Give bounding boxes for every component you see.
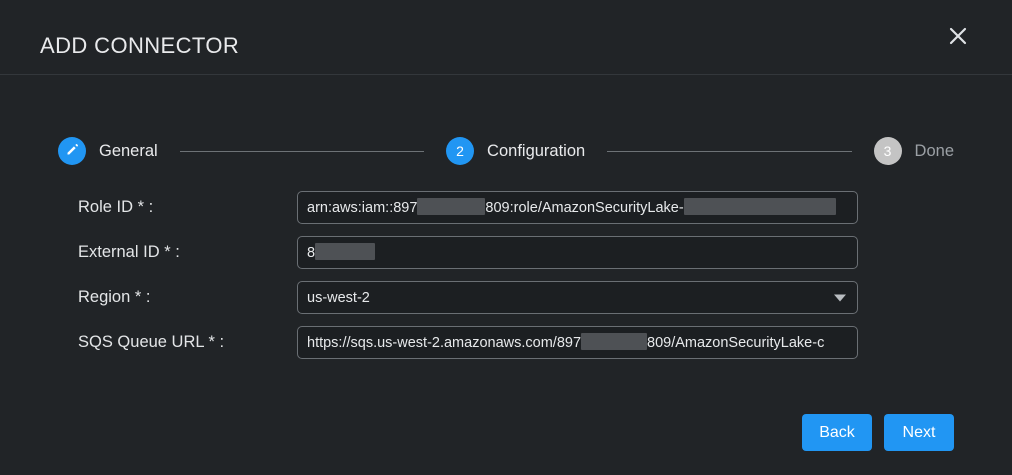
pencil-icon xyxy=(65,142,80,160)
external-id-input[interactable]: 8 xyxy=(297,236,858,269)
close-button[interactable] xyxy=(940,18,976,54)
back-button[interactable]: Back xyxy=(802,414,872,451)
external-id-value-prefix: 8 xyxy=(307,244,316,261)
close-icon xyxy=(947,25,969,47)
step-done-circle: 3 xyxy=(873,137,902,165)
step-connector-1 xyxy=(179,150,425,152)
sqs-value-suffix: 809/AmazonSecurityLake-c xyxy=(647,334,825,351)
region-selected-value: us-west-2 xyxy=(307,289,370,306)
sqs-value-prefix: https://sqs.us-west-2.amazonaws.com/897 xyxy=(307,334,582,351)
sqs-queue-url-control: https://sqs.us-west-2.amazonaws.com/897 8… xyxy=(297,326,858,359)
step-done[interactable]: 3 Done xyxy=(873,137,954,165)
redaction-block xyxy=(417,198,486,215)
role-id-input[interactable]: arn:aws:iam::897 809:role/AmazonSecurityL… xyxy=(297,191,858,224)
step-general-circle xyxy=(58,137,86,165)
dialog-body: General 2 Configuration 3 Done Role ID *… xyxy=(0,75,1012,475)
region-control: us-west-2 xyxy=(297,281,858,314)
step-general-label: General xyxy=(99,141,158,160)
form-row-external-id: External ID * : 8 xyxy=(0,230,1012,275)
page-title: ADD CONNECTOR xyxy=(40,33,240,58)
region-select[interactable]: us-west-2 xyxy=(297,281,858,314)
role-id-value-middle: 809:role/AmazonSecurityLake- xyxy=(485,199,684,216)
step-general[interactable]: General xyxy=(58,137,158,165)
role-id-control: arn:aws:iam::897 809:role/AmazonSecurityL… xyxy=(297,191,858,224)
form-row-role-id: Role ID * : arn:aws:iam::897 809:role/Ama… xyxy=(0,185,1012,230)
redaction-block xyxy=(581,333,648,350)
wizard-stepper: General 2 Configuration 3 Done xyxy=(58,137,954,165)
step-connector-2 xyxy=(607,150,852,152)
form-row-sqs-queue-url: SQS Queue URL * : https://sqs.us-west-2.… xyxy=(0,320,1012,365)
next-button[interactable]: Next xyxy=(884,414,954,451)
step-configuration-label: Configuration xyxy=(487,141,586,160)
step-done-label: Done xyxy=(914,141,954,160)
external-id-label: External ID * : xyxy=(78,243,180,261)
role-id-label: Role ID * : xyxy=(78,198,154,216)
external-id-control: 8 xyxy=(297,236,858,269)
role-id-value-prefix: arn:aws:iam::897 xyxy=(307,199,418,216)
form-row-region: Region * : us-west-2 xyxy=(0,275,1012,320)
step-configuration-circle: 2 xyxy=(446,137,475,165)
redaction-block xyxy=(683,198,836,215)
sqs-queue-url-input[interactable]: https://sqs.us-west-2.amazonaws.com/897 8… xyxy=(297,326,858,359)
configuration-form: Role ID * : arn:aws:iam::897 809:role/Ama… xyxy=(0,185,1012,365)
dialog-footer: Back Next xyxy=(802,414,954,451)
dialog-header: ADD CONNECTOR xyxy=(0,0,1012,75)
redaction-block xyxy=(315,243,376,260)
step-configuration[interactable]: 2 Configuration xyxy=(446,137,585,165)
sqs-queue-url-label: SQS Queue URL * : xyxy=(78,333,225,351)
region-label: Region * : xyxy=(78,288,151,306)
